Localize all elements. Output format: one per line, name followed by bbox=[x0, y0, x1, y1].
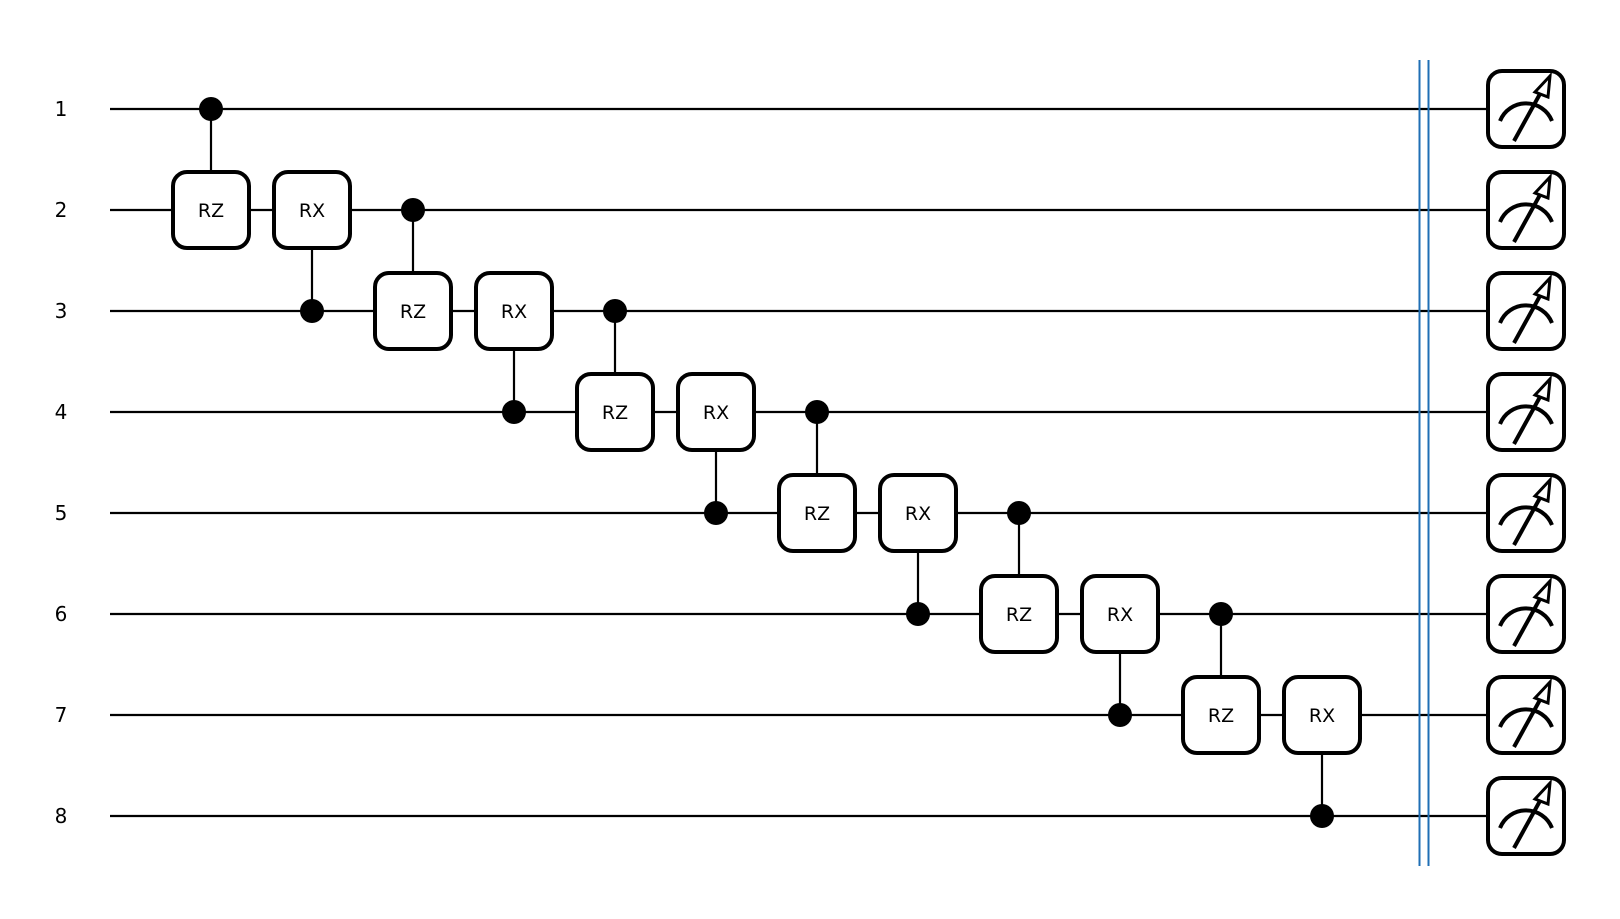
control-dot bbox=[1108, 703, 1132, 727]
meter-arc bbox=[1498, 303, 1554, 324]
meter-box bbox=[1486, 170, 1566, 250]
meter-icon bbox=[1486, 473, 1566, 553]
meter-arc bbox=[1498, 404, 1554, 425]
meter-arc bbox=[1498, 101, 1554, 122]
meter-arrowhead bbox=[1532, 374, 1552, 403]
meter-box bbox=[1486, 473, 1566, 553]
meter-icon bbox=[1486, 372, 1566, 452]
meter-box bbox=[1486, 271, 1566, 351]
meter-arc bbox=[1498, 707, 1554, 728]
gate-label: RZ bbox=[1208, 705, 1234, 727]
qubit-label: 8 bbox=[55, 804, 68, 828]
control-dot bbox=[502, 400, 526, 424]
qubit-label: 4 bbox=[55, 400, 68, 424]
meter-arrowhead bbox=[1532, 475, 1552, 504]
gate-box bbox=[676, 372, 756, 452]
qubit-label: 3 bbox=[55, 299, 68, 323]
qubit-labels: 1 2 3 4 5 6 7 8 bbox=[55, 97, 68, 828]
gate-box bbox=[777, 473, 857, 553]
control-dot bbox=[1310, 804, 1334, 828]
meter-icon bbox=[1486, 675, 1566, 755]
qubit-label: 6 bbox=[55, 602, 68, 626]
gate-label: RZ bbox=[1006, 604, 1032, 626]
control-dot bbox=[199, 97, 223, 121]
meter-arrowhead bbox=[1532, 778, 1552, 807]
gate-box bbox=[1282, 675, 1362, 755]
control-dot bbox=[401, 198, 425, 222]
gate-box bbox=[1181, 675, 1261, 755]
meter-icon bbox=[1486, 574, 1566, 654]
control-dot bbox=[704, 501, 728, 525]
meter-arc bbox=[1498, 202, 1554, 223]
meter-arrowhead bbox=[1532, 71, 1552, 100]
control-dot bbox=[300, 299, 324, 323]
gate-box bbox=[474, 271, 554, 351]
gate-box bbox=[171, 170, 251, 250]
meter-box bbox=[1486, 675, 1566, 755]
meter-arrowhead bbox=[1532, 273, 1552, 302]
gate-box bbox=[373, 271, 453, 351]
gate-box bbox=[878, 473, 958, 553]
control-dot bbox=[906, 602, 930, 626]
qubit-label: 5 bbox=[55, 501, 68, 525]
meter-icon bbox=[1486, 776, 1566, 856]
gate-label: RZ bbox=[804, 503, 830, 525]
meter-arc bbox=[1498, 606, 1554, 627]
meter-box bbox=[1486, 574, 1566, 654]
meter-arrowhead bbox=[1532, 677, 1552, 706]
meter-box bbox=[1486, 776, 1566, 856]
meter-arrowhead bbox=[1532, 576, 1552, 605]
gate-box bbox=[979, 574, 1059, 654]
meter-box bbox=[1486, 69, 1566, 149]
meter-icon bbox=[1486, 69, 1566, 149]
meter-icon bbox=[1486, 271, 1566, 351]
control-dot bbox=[1007, 501, 1031, 525]
meter-icon bbox=[1486, 170, 1566, 250]
gate-label: RZ bbox=[602, 402, 628, 424]
qubit-label: 2 bbox=[55, 198, 68, 222]
control-dot bbox=[805, 400, 829, 424]
meter-box bbox=[1486, 372, 1566, 452]
qubit-label: 1 bbox=[55, 97, 68, 121]
gate-label: RX bbox=[299, 200, 325, 222]
gate-label: RX bbox=[703, 402, 729, 424]
barrier bbox=[1418, 60, 1430, 866]
control-dot bbox=[1209, 602, 1233, 626]
control-dot bbox=[603, 299, 627, 323]
gate-label: RX bbox=[1107, 604, 1133, 626]
gate-label: RX bbox=[905, 503, 931, 525]
gate-label: RZ bbox=[198, 200, 224, 222]
gate-box bbox=[272, 170, 352, 250]
qubit-label: 7 bbox=[55, 703, 68, 727]
meter-arrowhead bbox=[1532, 172, 1552, 201]
gate-box bbox=[575, 372, 655, 452]
gate-label: RX bbox=[501, 301, 527, 323]
gate-label: RZ bbox=[400, 301, 426, 323]
gate-box bbox=[1080, 574, 1160, 654]
gate-label: RX bbox=[1309, 705, 1335, 727]
meter-arc bbox=[1498, 808, 1554, 829]
measurements bbox=[1486, 69, 1566, 856]
control-lines bbox=[199, 97, 1334, 828]
gates: RZ RX RZ RX RZ RX RZ RX RZ RX RZ RX bbox=[171, 170, 1362, 755]
meter-arc bbox=[1498, 505, 1554, 526]
